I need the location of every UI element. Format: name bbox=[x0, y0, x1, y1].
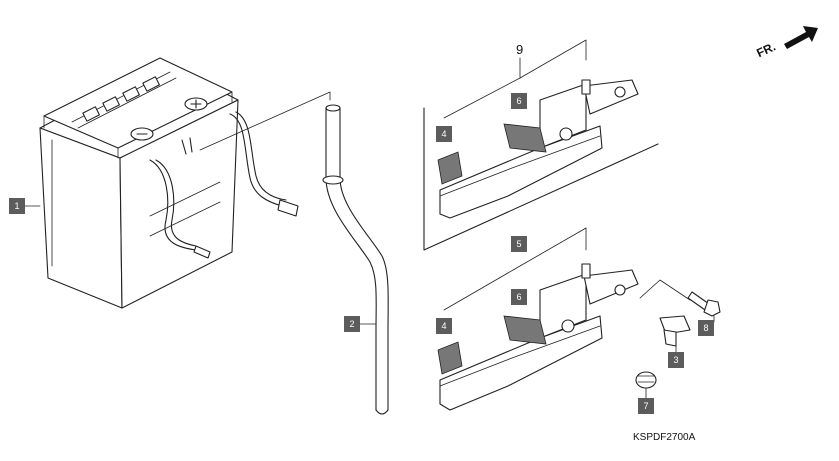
svg-text:3: 3 bbox=[673, 355, 678, 365]
callout-breather-tube: 2 bbox=[344, 316, 377, 332]
battery bbox=[39, 57, 299, 309]
reference-number-9: 9 bbox=[516, 42, 523, 57]
callout-lower-pad-b: 6 bbox=[511, 289, 527, 305]
direction-indicator: FR. bbox=[754, 26, 818, 60]
direction-label: FR. bbox=[754, 39, 777, 60]
callout-bracket-assy: 5 bbox=[511, 236, 527, 252]
callout-upper-pad-b: 6 bbox=[511, 93, 527, 109]
svg-text:4: 4 bbox=[441, 321, 446, 331]
callout-bolt: 8 bbox=[698, 320, 714, 336]
arrow-forward-icon bbox=[784, 26, 818, 49]
bolt bbox=[687, 291, 721, 323]
svg-text:5: 5 bbox=[516, 239, 521, 249]
svg-text:7: 7 bbox=[643, 401, 648, 411]
callout-upper-pad-a: 4 bbox=[436, 126, 452, 142]
svg-text:6: 6 bbox=[516, 292, 521, 302]
svg-text:8: 8 bbox=[703, 323, 708, 333]
svg-text:2: 2 bbox=[349, 319, 354, 329]
upper-bracket-assembly bbox=[423, 39, 659, 251]
lower-bracket-assembly bbox=[437, 227, 691, 411]
svg-text:6: 6 bbox=[516, 96, 521, 106]
clip bbox=[659, 315, 691, 353]
svg-text:1: 1 bbox=[14, 201, 19, 211]
diagram-code: KSPDF2700A bbox=[633, 432, 696, 443]
callout-clip: 3 bbox=[668, 352, 684, 368]
svg-text:4: 4 bbox=[441, 129, 446, 139]
callout-battery: 1 bbox=[9, 198, 41, 214]
callout-lower-pad-a: 4 bbox=[436, 318, 452, 334]
callout-grommet: 7 bbox=[638, 398, 654, 414]
grommet bbox=[635, 371, 657, 399]
breather-tube bbox=[199, 91, 389, 415]
